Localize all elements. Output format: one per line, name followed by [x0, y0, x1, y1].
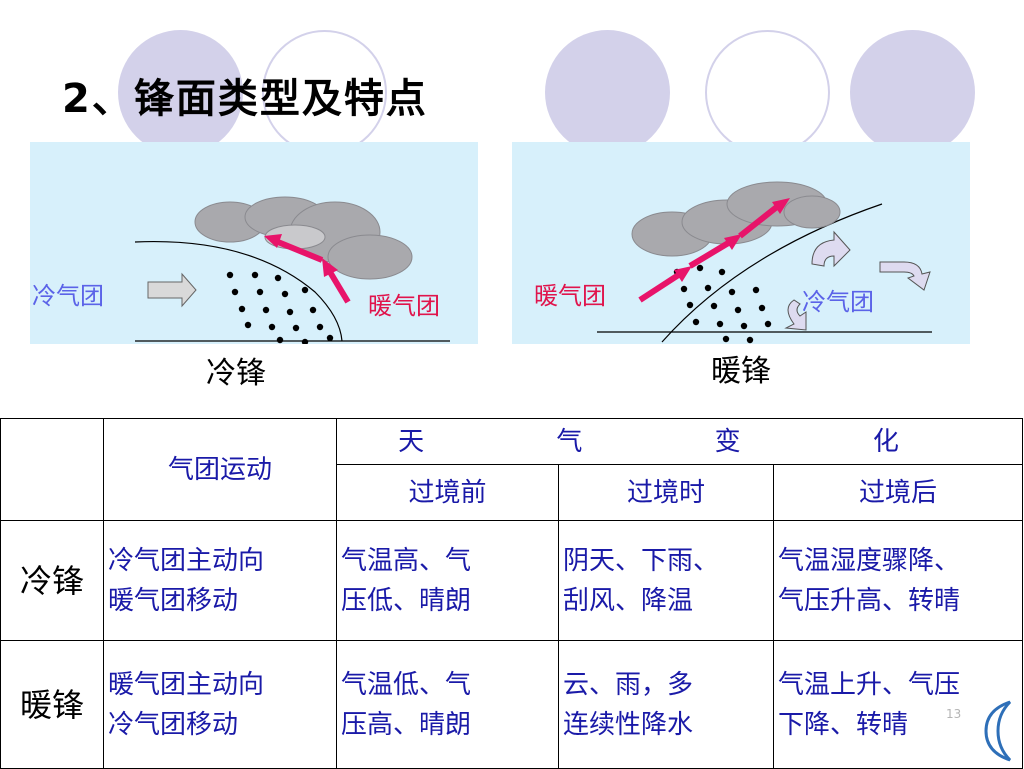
slide-title: 2、锋面类型及特点	[62, 76, 428, 122]
warm-air-mass-label: 暖气团	[368, 292, 440, 320]
cell-before: 气温低、气压高、晴朗	[336, 640, 559, 769]
warm-front-caption: 暖锋	[711, 354, 771, 389]
cell-line: 压低、晴朗	[341, 585, 472, 616]
subheader-before: 过境前	[336, 464, 559, 521]
cell-line: 气压升高、转晴	[778, 585, 961, 616]
warm-air-mass-label: 暖气团	[534, 282, 606, 310]
cell-during: 云、雨，多连续性降水	[558, 640, 774, 769]
rain-dots	[226, 271, 334, 344]
cold-front-diagram: 冷气团 暖气团	[30, 142, 478, 344]
cell-before: 气温高、气压低、晴朗	[336, 520, 559, 641]
row-label-cold-front: 冷锋	[0, 520, 104, 641]
cell-line: 阴天、下雨、	[563, 545, 720, 576]
cell-line: 连续性降水	[563, 709, 694, 740]
cell-line: 冷气团主动向	[108, 545, 265, 576]
row-label-warm-front: 暖锋	[0, 640, 104, 769]
warm-air-rising-arrows	[264, 234, 351, 304]
cold-air-arrows	[784, 230, 931, 331]
cold-front-svg	[134, 196, 450, 344]
cell-line: 冷气团移动	[108, 709, 239, 740]
table-row-cold-front: 冷锋 冷气团主动向暖气团移动 气温高、气压低、晴朗 阴天、下雨、刮风、降温 气温…	[0, 520, 1023, 641]
deco-circle-3	[545, 30, 670, 155]
table-row-warm-front: 暖锋 暖气团主动向冷气团移动 气温低、气压高、晴朗 云、雨，多连续性降水 气温上…	[0, 640, 1023, 769]
header-weather-text: 天 气 变 化	[398, 426, 961, 457]
header-weather-change: 天 气 变 化	[336, 418, 1023, 465]
cold-air-mass-label: 冷气团	[802, 288, 874, 316]
front-comparison-table: 气团运动 天 气 变 化 过境前 过境时 过境后 冷锋 冷气团主动向暖气团移动 …	[0, 418, 1023, 769]
cell-line: 气温上升、气压	[778, 669, 961, 700]
subheader-after: 过境后	[773, 464, 1023, 521]
crescent-moon-icon	[984, 700, 1012, 762]
cell-line: 暖气团主动向	[108, 669, 265, 700]
header-motion: 气团运动	[103, 418, 337, 521]
cell-line: 气温湿度骤降、	[778, 545, 961, 576]
cell-line: 气温低、气	[341, 669, 472, 700]
cold-air-mass-label: 冷气团	[32, 282, 104, 310]
cell-after: 气温湿度骤降、气压升高、转晴	[773, 520, 1023, 641]
cell-line: 刮风、降温	[563, 585, 694, 616]
deco-circle-5	[850, 30, 975, 155]
deco-circle-4	[705, 30, 830, 155]
cell-line: 暖气团移动	[108, 585, 239, 616]
rain-dots	[673, 264, 772, 344]
warm-front-diagram: 暖气团 冷气团	[512, 142, 970, 344]
cell-motion: 暖气团主动向冷气团移动	[103, 640, 337, 769]
cell-line: 下降、转晴	[778, 709, 909, 740]
cell-motion: 冷气团主动向暖气团移动	[103, 520, 337, 641]
cell-during: 阴天、下雨、刮风、降温	[558, 520, 774, 641]
cloud-icon	[194, 196, 413, 280]
subheader-during: 过境时	[558, 464, 774, 521]
deco-circle-1	[118, 30, 243, 155]
cell-after: 气温上升、气压下降、转晴	[773, 640, 1023, 769]
cell-line: 云、雨，多	[563, 669, 694, 700]
cold-front-caption: 冷锋	[206, 356, 266, 391]
corner-cell	[0, 418, 104, 521]
cell-line: 气温高、气	[341, 545, 472, 576]
warm-front-svg	[597, 181, 932, 344]
warm-air-rising-arrows	[638, 198, 790, 303]
cloud-icon	[631, 181, 841, 257]
cold-air-push-arrow	[147, 272, 197, 308]
cell-line: 压高、晴朗	[341, 709, 472, 740]
page-number: 13	[946, 707, 962, 721]
